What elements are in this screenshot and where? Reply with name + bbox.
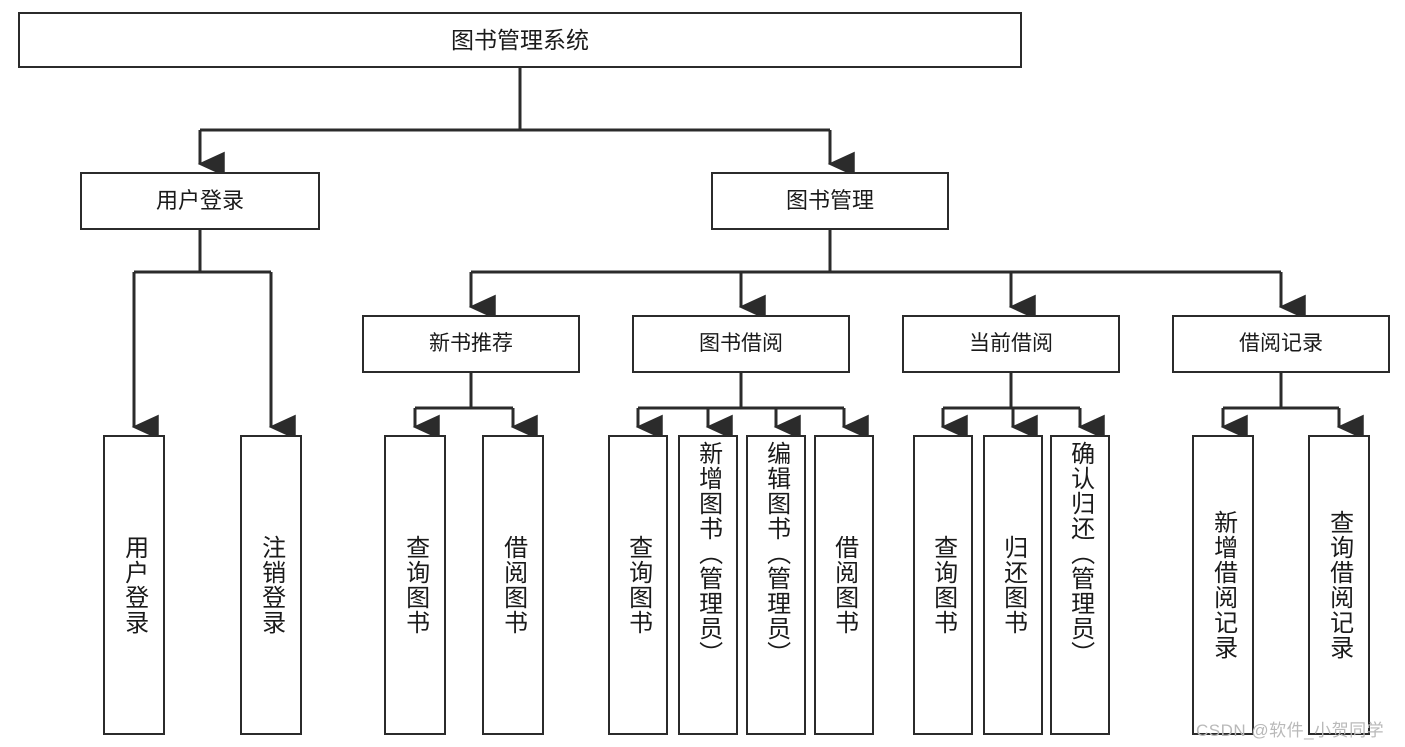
node-label: 借阅记录 [1239, 331, 1323, 355]
leaf-query-book-borrow[interactable]: 查询图书 [608, 435, 668, 735]
node-new-book-recommend[interactable]: 新书推荐 [362, 315, 580, 373]
node-label: 查询图书 [401, 535, 429, 635]
node-label: 图书管理 [785, 188, 874, 214]
leaf-borrow-book[interactable]: 借阅图书 [814, 435, 874, 735]
node-label: 新书推荐 [429, 331, 513, 355]
csdn-watermark: CSDN @软件_小贺同学 [1196, 721, 1385, 740]
node-current-borrow[interactable]: 当前借阅 [902, 315, 1120, 373]
leaf-borrow-book-recommend[interactable]: 借阅图书 [482, 435, 544, 735]
node-borrow-record[interactable]: 借阅记录 [1172, 315, 1390, 373]
node-label: 用户登录 [120, 535, 148, 635]
node-label: 当前借阅 [969, 331, 1053, 355]
node-label: 编辑图书（管理员） [762, 441, 790, 666]
leaf-add-book-admin[interactable]: 新增图书（管理员） [678, 435, 738, 735]
node-book-borrow[interactable]: 图书借阅 [632, 315, 850, 373]
node-label: 查询图书 [929, 535, 957, 635]
node-book-management[interactable]: 图书管理 [711, 172, 949, 230]
leaf-user-logout[interactable]: 注销登录 [240, 435, 302, 735]
node-label: 图书管理系统 [451, 26, 589, 53]
leaf-return-book[interactable]: 归还图书 [983, 435, 1043, 735]
leaf-query-borrow-record[interactable]: 查询借阅记录 [1308, 435, 1370, 735]
node-label: 查询借阅记录 [1325, 510, 1353, 660]
leaf-query-book-current[interactable]: 查询图书 [913, 435, 973, 735]
node-label: 注销登录 [257, 535, 285, 635]
node-label: 借阅图书 [830, 535, 858, 635]
node-label: 新增借阅记录 [1209, 510, 1237, 660]
leaf-query-book-recommend[interactable]: 查询图书 [384, 435, 446, 735]
leaf-edit-book-admin[interactable]: 编辑图书（管理员） [746, 435, 806, 735]
node-label: 借阅图书 [499, 535, 527, 635]
node-label: 归还图书 [999, 535, 1027, 635]
node-label: 新增图书（管理员） [694, 441, 722, 666]
leaf-confirm-return-admin[interactable]: 确认归还（管理员） [1050, 435, 1110, 735]
node-user-login[interactable]: 用户登录 [80, 172, 320, 230]
node-label: 确认归还（管理员） [1066, 441, 1094, 666]
leaf-add-borrow-record[interactable]: 新增借阅记录 [1192, 435, 1254, 735]
node-label: 图书借阅 [699, 331, 783, 355]
node-label: 查询图书 [624, 535, 652, 635]
node-root-system[interactable]: 图书管理系统 [18, 12, 1022, 68]
node-label: 用户登录 [155, 188, 244, 214]
leaf-user-login[interactable]: 用户登录 [103, 435, 165, 735]
